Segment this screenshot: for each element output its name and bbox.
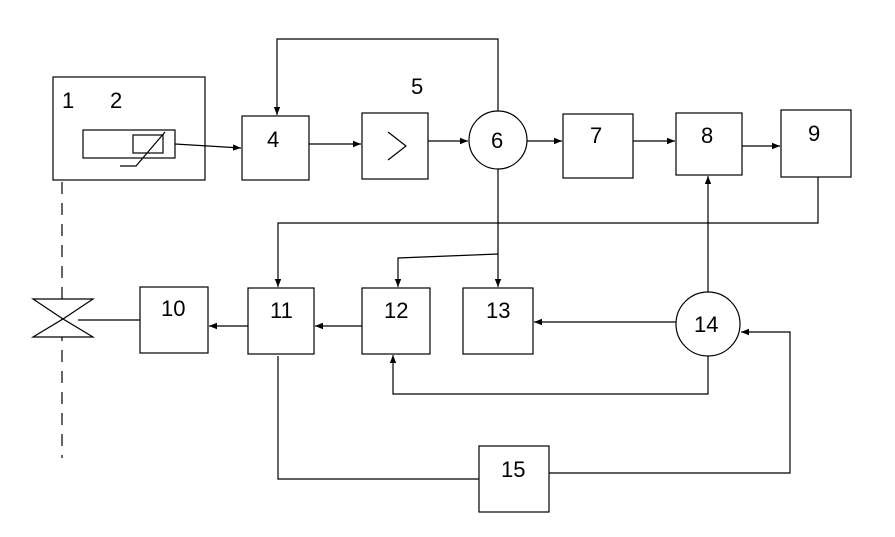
block-1: 1 2 (52, 76, 206, 181)
label-1: 1 (62, 88, 74, 113)
block-15: 15 (478, 445, 550, 513)
node-14: 14 (675, 291, 741, 357)
label-11: 11 (270, 298, 293, 323)
block-9: 9 (780, 109, 852, 178)
block-5: 5 (361, 74, 429, 180)
block-13: 13 (462, 287, 534, 355)
wire-9-to-11 (274, 177, 819, 287)
block-4: 4 (241, 115, 310, 181)
node-6: 6 (468, 110, 528, 170)
label-10: 10 (161, 296, 185, 321)
sensor-element-icon (82, 129, 176, 167)
block-10: 10 (139, 286, 209, 354)
wire-6-to-12 (394, 253, 499, 287)
wire-11-to-15 (277, 356, 479, 480)
amplifier-symbol (387, 131, 407, 161)
label-15: 15 (501, 457, 525, 482)
label-8: 8 (701, 123, 713, 148)
block-12: 12 (361, 287, 431, 355)
block-8: 8 (675, 112, 743, 176)
label-7: 7 (590, 123, 602, 148)
wire-14-to-12 (389, 355, 709, 395)
label-14: 14 (694, 312, 718, 337)
label-6: 6 (491, 128, 503, 153)
block-11: 11 (247, 287, 315, 355)
label-2: 2 (110, 88, 122, 113)
block-7: 7 (562, 113, 634, 179)
wire-2-to-4 (174, 143, 242, 151)
wire-15-to-14 (549, 328, 791, 474)
valve-icon (30, 298, 96, 338)
label-5: 5 (411, 74, 423, 99)
label-12: 12 (384, 298, 408, 323)
label-13: 13 (486, 298, 510, 323)
label-4: 4 (267, 127, 279, 152)
wire-6-feedback-to-4 (273, 38, 499, 115)
label-9: 9 (808, 121, 820, 146)
